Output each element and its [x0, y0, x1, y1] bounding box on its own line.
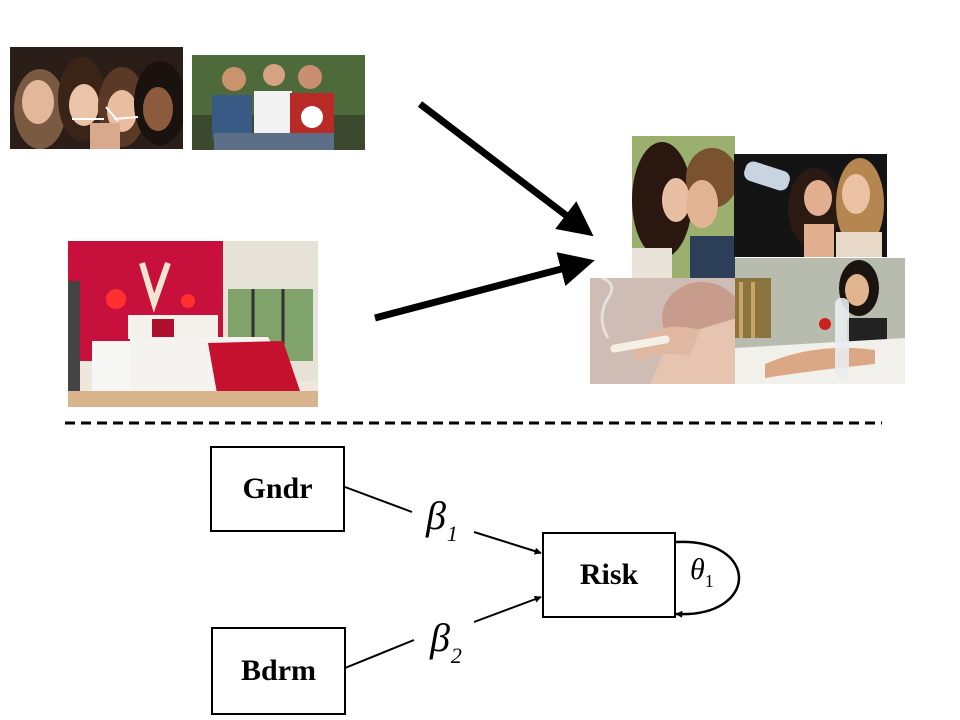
gndr-node: Gndr: [210, 446, 345, 532]
path-gndr-to-beta1: [344, 486, 413, 513]
path-beta2-to-risk: [473, 595, 542, 623]
risk-label: Risk: [579, 558, 639, 591]
beta1-symbol: β: [426, 493, 446, 538]
theta1-label: θ1: [690, 553, 714, 591]
beta2-index: 2: [450, 643, 462, 668]
teens-smoking-photo: [10, 47, 183, 149]
bong-photo: [735, 258, 905, 384]
teen-boys-photo: [192, 55, 365, 150]
bdrm-node: Bdrm: [211, 627, 346, 715]
path-bdrm-to-beta2: [344, 639, 415, 669]
bdrm-label: Bdrm: [241, 654, 316, 687]
risk-node: Risk: [542, 532, 676, 618]
beta2-label: β2: [430, 618, 462, 667]
beta2-symbol: β: [430, 615, 450, 660]
beta1-index: 1: [446, 521, 458, 546]
arrow-bedroom-to-risk: [374, 252, 595, 322]
joint-photo: [590, 278, 737, 384]
theta1-index: 1: [704, 571, 714, 591]
drinking-photo: [734, 154, 887, 257]
gndr-label: Gndr: [242, 472, 313, 505]
residual-loop-risk: [675, 540, 741, 618]
bedroom-photo: [68, 241, 318, 407]
theta1-symbol: θ: [690, 553, 705, 586]
kissing-photo: [632, 136, 735, 279]
beta1-label: β1: [426, 496, 458, 545]
arrow-peers-to-risk: [417, 101, 594, 237]
path-beta1-to-risk: [473, 531, 542, 555]
